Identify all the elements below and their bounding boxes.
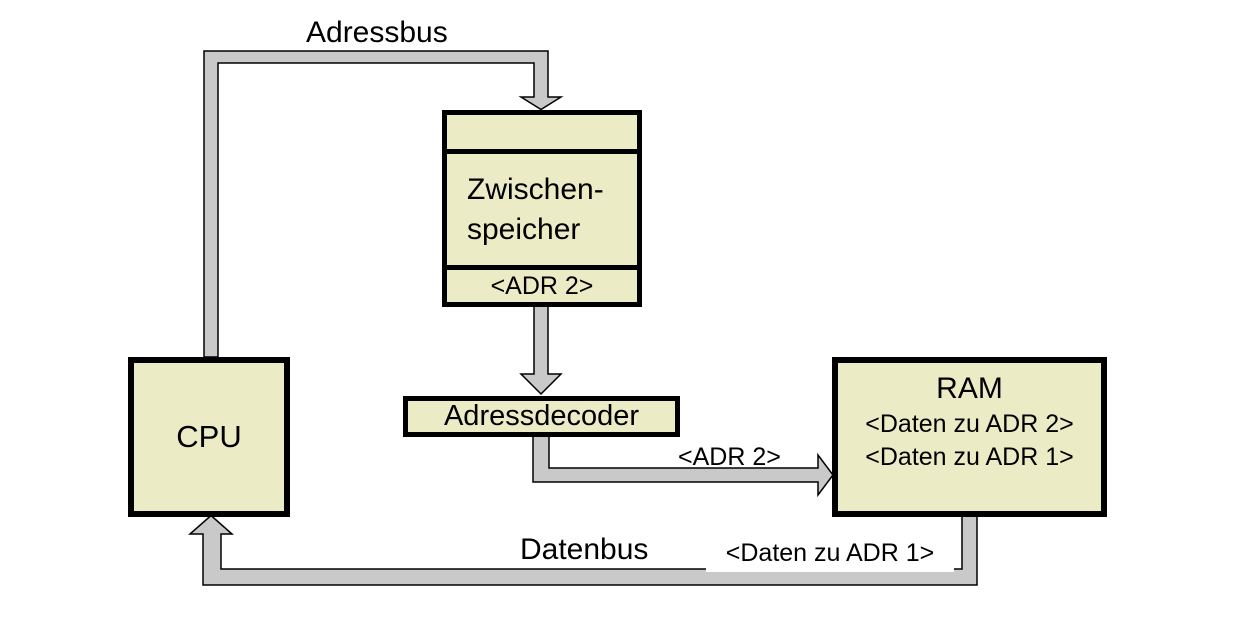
zwischenspeicher-header-strip [447, 115, 637, 154]
zwischenspeicher-label-line2: speicher [467, 212, 581, 246]
daten-adr1-bus-label: <Daten zu ADR 1> [706, 534, 954, 572]
adr2-bus-label: <ADR 2> [678, 443, 781, 471]
zwischenspeicher-label: Zwischen- speicher [447, 154, 637, 270]
adressdecoder-node: Adressdecoder [403, 396, 680, 437]
ram-node: RAM <Daten zu ADR 2> <Daten zu ADR 1> [832, 357, 1107, 517]
ram-row-adr1: <Daten zu ADR 1> [865, 443, 1074, 471]
zwischenspeicher-label-line1: Zwischen- [467, 172, 604, 206]
ram-row-adr2: <Daten zu ADR 2> [865, 410, 1074, 438]
adressbus-label: Adressbus [306, 16, 448, 49]
buffer-to-decoder-arrow [519, 303, 563, 396]
ram-title: RAM [936, 372, 1003, 405]
cpu-node: CPU [128, 357, 290, 517]
address-bus-arrow [203, 50, 564, 358]
datenbus-label: Datenbus [520, 533, 649, 566]
decoder-to-ram-arrow [532, 433, 834, 498]
zwischenspeicher-node: Zwischen- speicher <ADR 2> [442, 110, 642, 307]
adressdecoder-label: Adressdecoder [443, 400, 640, 432]
cpu-label: CPU [176, 418, 242, 454]
zwischenspeicher-slot: <ADR 2> [490, 271, 594, 300]
